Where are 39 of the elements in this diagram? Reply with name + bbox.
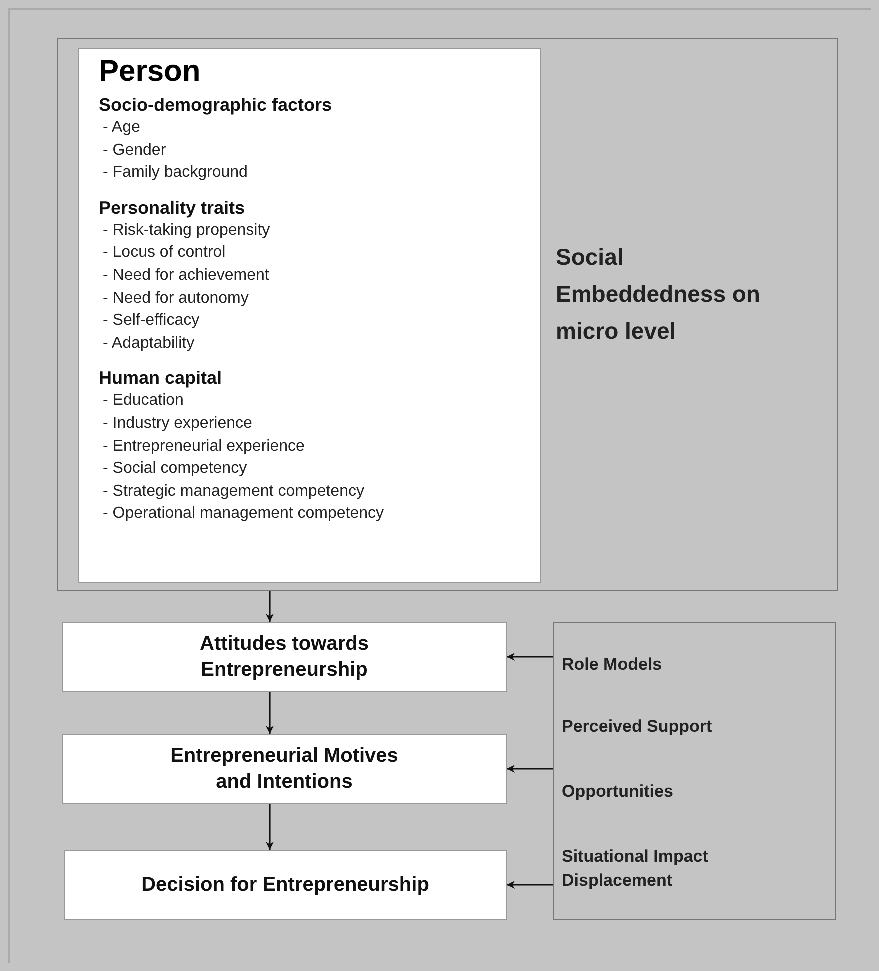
stage-label: Entrepreneurial Motives and Intentions — [170, 744, 400, 795]
list-item: - Family background — [102, 163, 249, 184]
stage-label: Attitudes towards Entrepreneurship — [199, 632, 370, 683]
list-item: - Education — [102, 391, 185, 412]
arrow — [507, 881, 553, 889]
stage-label: Decision for Entrepreneurship — [142, 873, 430, 898]
factor-label: Perceived Support — [562, 716, 714, 738]
group-label: Social Embeddedness on micro level — [556, 243, 762, 346]
arrow — [507, 653, 553, 661]
factor-label: Role Models — [562, 654, 664, 676]
list-item: - Need for achievement — [102, 266, 270, 286]
list-item: - Industry experience — [102, 414, 254, 434]
section-heading: Socio-demographic factors — [99, 94, 334, 117]
list-item: - Gender — [102, 140, 168, 161]
list-item: - Risk-taking propensity — [102, 220, 272, 241]
list-item: - Locus of control — [102, 243, 227, 264]
group-box — [57, 38, 838, 591]
factors-box — [553, 622, 836, 920]
person-box — [78, 48, 541, 583]
list-item: - Strategic management competency — [102, 482, 366, 502]
list-item: - Self-efficacy — [102, 311, 201, 332]
factor-label: Opportunities — [562, 781, 674, 803]
factor-label: Situational Impact Displacement — [562, 846, 710, 892]
process-box — [62, 734, 507, 804]
section-heading: Human capital — [99, 367, 224, 390]
list-item: - Age — [102, 118, 142, 138]
list-item: - Adaptability — [102, 334, 196, 354]
section-heading: Personality traits — [99, 196, 246, 220]
arrow — [507, 765, 553, 773]
process-box — [64, 850, 507, 920]
list-item: - Social competency — [102, 459, 248, 480]
list-item: - Entrepreneurial experience — [102, 436, 306, 457]
list-item: - Need for autonomy — [102, 288, 250, 309]
process-box — [62, 622, 507, 692]
arrow — [266, 692, 274, 734]
list-item: - Operational management competency — [102, 504, 386, 524]
arrow — [266, 804, 274, 850]
arrow — [266, 591, 274, 622]
box-title: Person — [99, 54, 202, 90]
